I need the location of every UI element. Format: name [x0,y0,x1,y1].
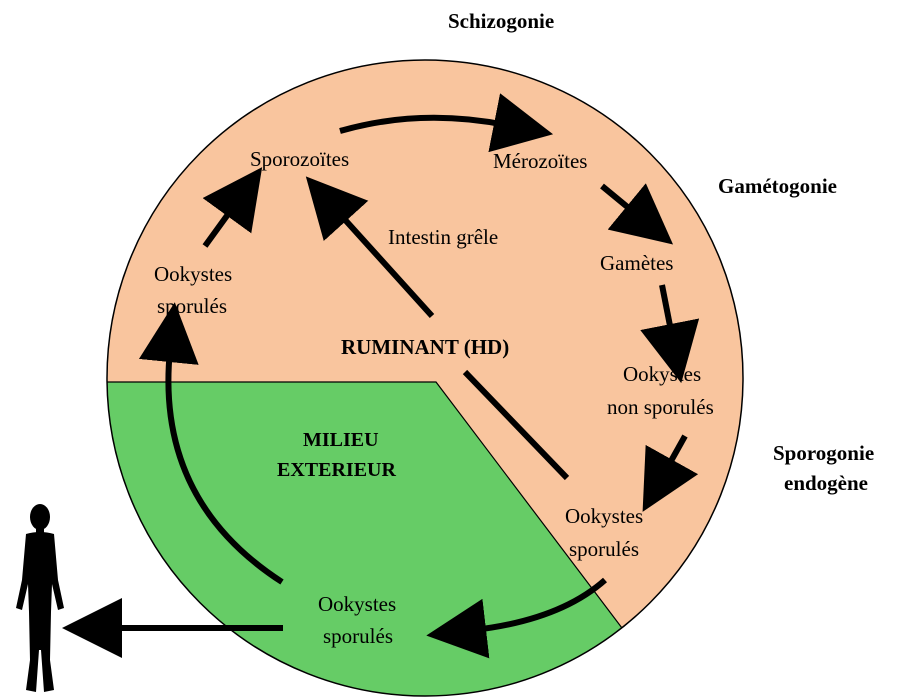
arrow-merozoites-to-gametes [600,183,674,245]
arrow-exterior-to-left-ookystes [138,302,284,585]
schizogonie-label: Schizogonie [448,9,554,33]
ookystes-sporules-left-label-line2: sporulés [157,294,227,318]
ookystes-non-sporules-label-line2: non sporulés [607,395,714,419]
arrow-intestin-to-sporozoites [305,176,435,319]
arrow-gametes-to-ookystes-non-sporules [640,284,700,384]
cycle-circle [106,59,744,697]
gametes-label: Gamètes [600,251,673,275]
arrow-intestin-diagonal-line [462,369,570,481]
circle-outline [106,59,744,697]
ookystes-sporules-ext-label-line1: Ookystes [318,592,396,616]
intestin-label: Intestin grêle [388,225,498,249]
arrow-ookystes-host-to-exterior [426,577,607,659]
sporogonie-label-line1: Sporogonie [773,441,874,465]
sporozoites-label: Sporozoïtes [250,147,349,171]
ookystes-sporules-host-label-line1: Ookystes [565,504,643,528]
cycle-arrows [61,93,700,659]
exterior-label-line1: MILIEU [303,429,379,451]
arrow-sporozoites-to-merozoites [339,93,554,153]
human-silhouette-icon [16,504,64,692]
gametogonie-label: Gamétogonie [718,174,837,198]
ookystes-non-sporules-label-line1: Ookystes [623,362,701,386]
ookystes-sporules-ext-label-line2: sporulés [323,624,393,648]
arrow-left-ookystes-to-sporozoites [202,167,263,248]
host-label: RUMINANT (HD) [341,335,509,359]
exterior-label-line2: EXTERIEUR [277,459,396,481]
arrow-ookystes-non-sporules-to-sporules [642,434,699,512]
ookystes-sporules-left-label-line1: Ookystes [154,262,232,286]
ookystes-sporules-host-label-line2: sporulés [569,537,639,561]
sporogonie-label-line2: endogène [784,471,868,495]
region-boundary [107,381,626,633]
merozoites-label: Mérozoïtes [493,149,587,173]
